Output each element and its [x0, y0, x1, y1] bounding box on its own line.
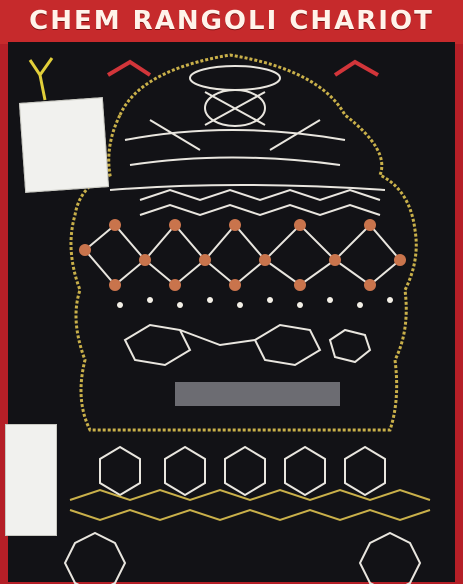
dome-outline [69, 53, 418, 432]
horn-left [106, 59, 152, 77]
price-tag-bottom [5, 424, 57, 536]
poster-title: CHEM RANGOLI CHARIOT [29, 6, 434, 36]
chain [69, 488, 431, 522]
sugar-rings [123, 323, 372, 367]
orange-atoms [79, 219, 406, 291]
atom-lattice [83, 223, 402, 287]
title-band [0, 0, 463, 44]
gray-bar [175, 382, 340, 406]
mid-pattern [109, 129, 386, 217]
horn-right [333, 59, 379, 77]
benzene-rings [99, 445, 386, 497]
dotted-band [117, 297, 393, 308]
crest [149, 65, 321, 151]
wheel-left [63, 531, 127, 584]
ribbon [28, 57, 54, 101]
price-tag-top [18, 97, 110, 193]
wheel-right [358, 531, 422, 584]
